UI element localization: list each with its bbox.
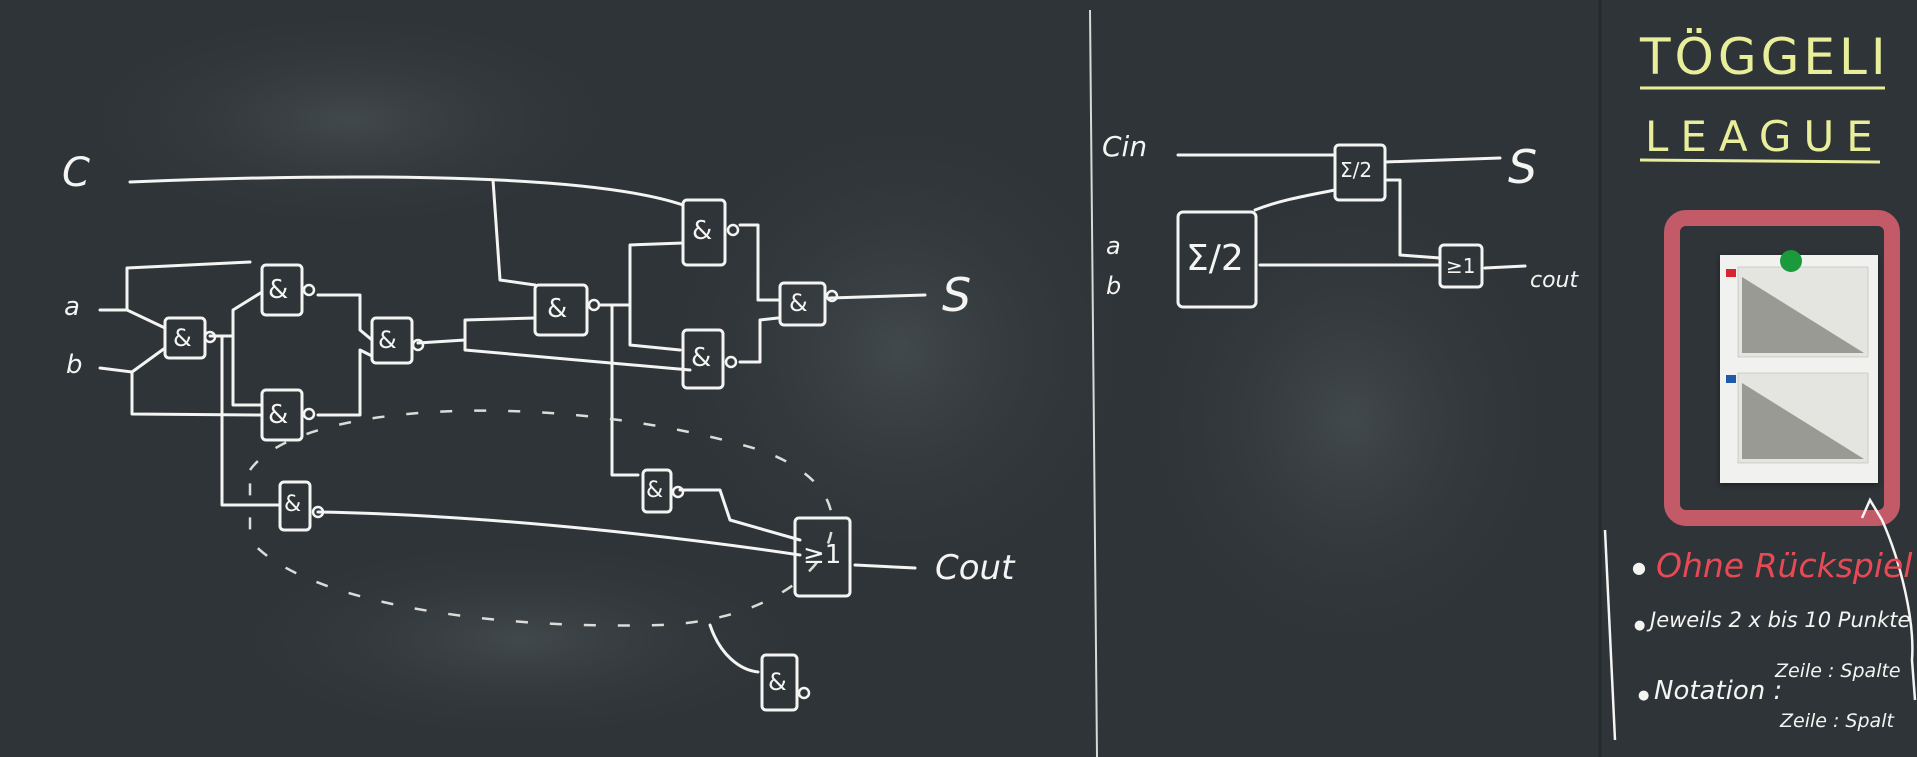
gate-and-4: & [378,326,397,354]
bullet-icon: ● [1634,618,1646,633]
bullet-icon: ● [1638,688,1650,703]
adder-small: Σ/2 [1340,158,1373,182]
title-line-2: LEAGUE [1645,112,1885,161]
gate-or-right: ≥1 [1446,254,1476,278]
green-pin-icon [1780,250,1802,272]
adder-large: Σ/2 [1186,238,1244,279]
note-item-2: Jeweils 2 x bis 10 Punkte [1650,608,1911,632]
gate-and-8: & [789,289,808,317]
label-right-output-cout: cout [1530,268,1579,293]
gate-and-2: & [268,275,289,305]
note-item-1: Ohne Rückspiel [1656,546,1913,585]
note-item-3-a: Zeile : Spalte [1775,660,1901,682]
gate-and-6: & [692,216,713,246]
pinned-paper [1720,255,1878,483]
label-input-c: C [62,150,90,196]
gate-or-left: ≥1 [803,540,842,570]
label-input-b: b [66,350,83,380]
gate-and-9: & [284,492,302,517]
label-output-s: S [942,268,972,322]
left-circuit [98,175,927,674]
title-line-1: TÖGGELI [1640,28,1890,86]
note-item-3-label: Notation : [1654,676,1783,706]
bullet-icon: ● [1632,558,1646,577]
gate-and-10: & [646,478,664,503]
label-input-cin: Cin [1102,130,1148,163]
gate-and-7: & [691,343,712,373]
gate-and-5: & [547,294,568,324]
notice-frame [1664,210,1900,526]
gate-and-1: & [173,324,192,352]
gate-and-3: & [268,400,289,430]
gate-and-11: & [768,668,787,696]
label-right-input-b: b [1106,272,1122,300]
label-output-cout: Cout [935,548,1015,588]
label-right-input-a: a [1106,232,1121,260]
board-divider [1089,9,1098,757]
right-circuit [1176,143,1527,309]
label-right-output-s: S [1508,140,1538,194]
label-input-a: a [64,292,80,322]
paper-tables [1726,266,1869,464]
note-item-3-b: Zeile : Spalt [1780,710,1894,732]
